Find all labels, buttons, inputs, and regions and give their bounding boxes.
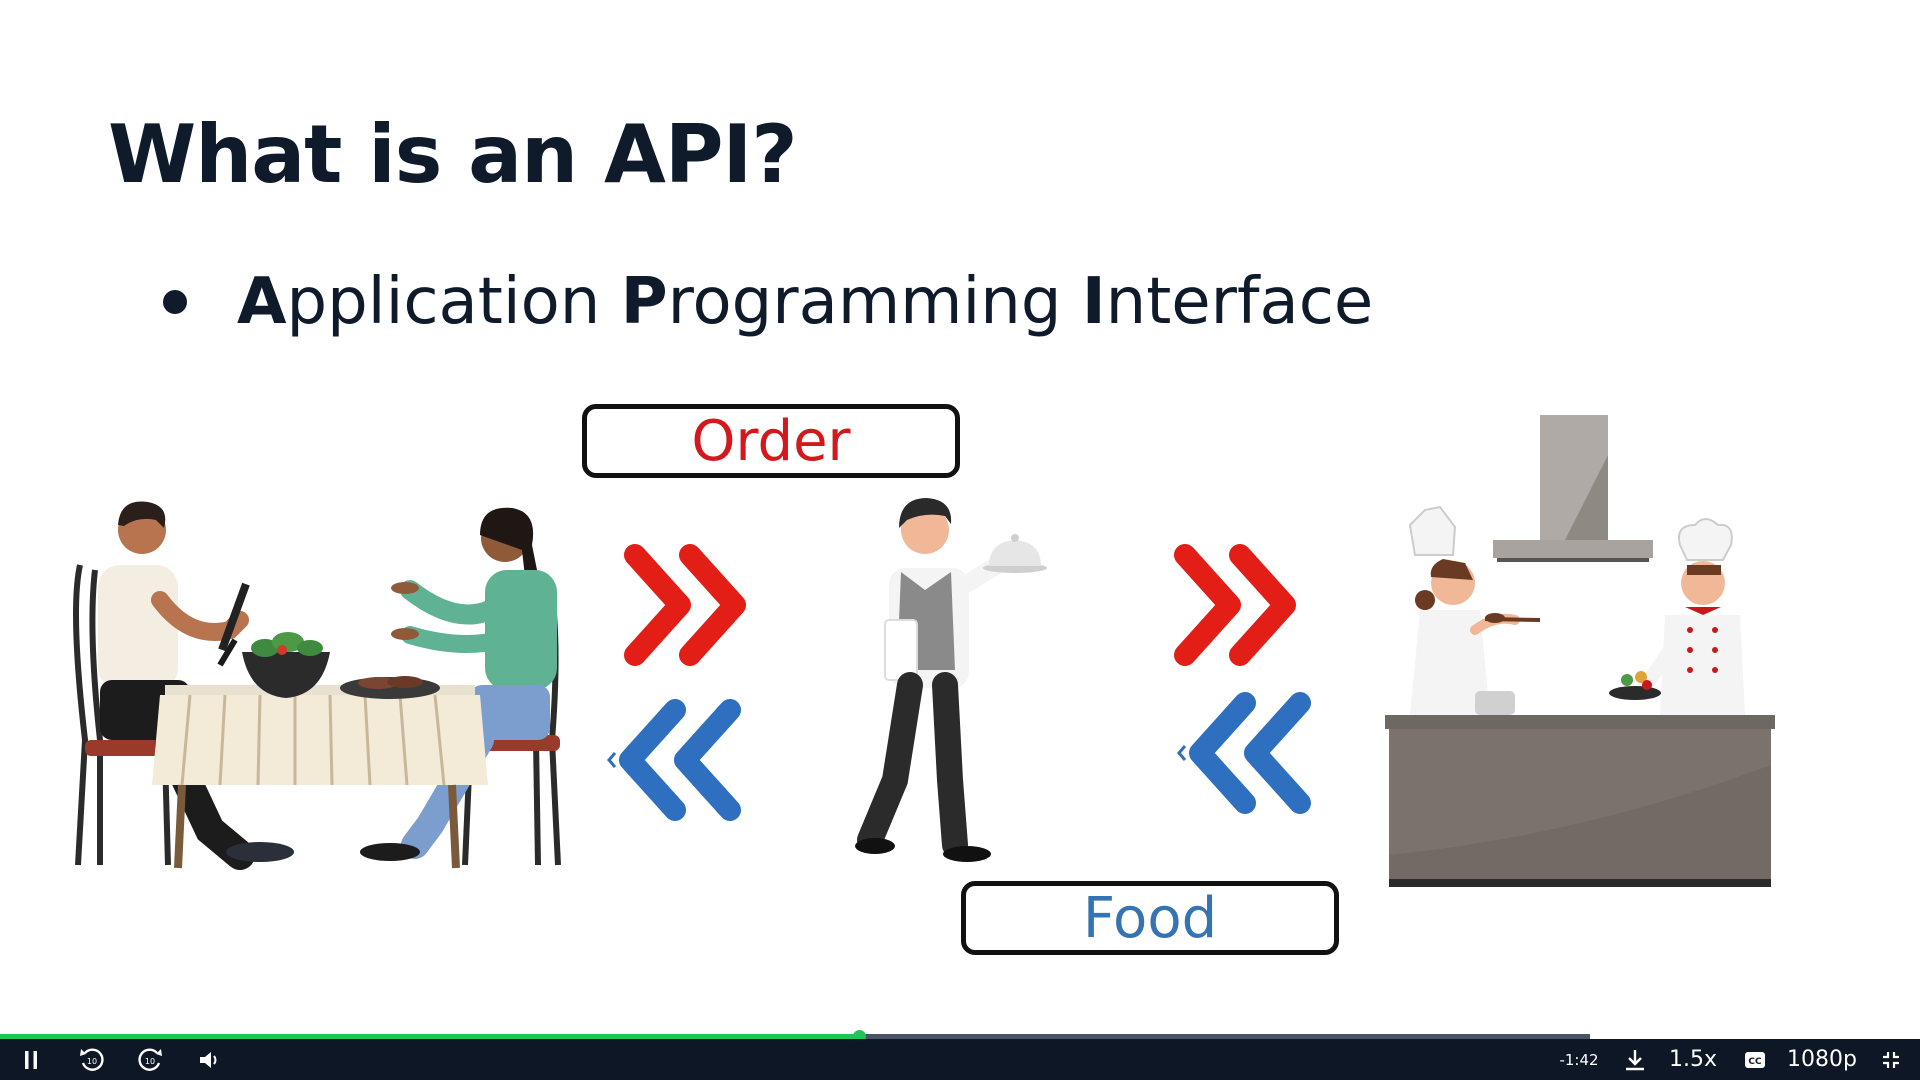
speed-button[interactable]: 1.5x — [1668, 1047, 1717, 1072]
bullet-item: Application Programming Interface — [163, 265, 1373, 339]
svg-text:10: 10 — [87, 1057, 97, 1066]
waiter-illustration — [855, 498, 1047, 862]
svg-text:CC: CC — [1748, 1057, 1762, 1067]
arrow-right-icon — [624, 544, 746, 666]
diners-illustration — [73, 501, 561, 870]
bullet-text: Application Programming Interface — [237, 265, 1374, 339]
exit-fullscreen-button[interactable] — [1876, 1039, 1906, 1080]
pause-icon — [25, 1050, 37, 1069]
captions-button[interactable]: CC — [1740, 1039, 1770, 1080]
arrow-left-icon — [607, 699, 741, 821]
slide: What is an API? Application Programming … — [73, 108, 1775, 955]
bullet-dot — [163, 290, 187, 314]
rewind-10-button[interactable]: 10 — [72, 1039, 112, 1080]
food-label-box: Food — [961, 881, 1339, 955]
progress-fill — [0, 1034, 859, 1039]
forward-10-icon: 10 — [138, 1048, 162, 1071]
arrow-right-icon — [1174, 544, 1296, 666]
exit-fullscreen-icon — [1883, 1051, 1899, 1068]
forward-10-button[interactable]: 10 — [130, 1039, 170, 1080]
svg-text:10: 10 — [145, 1057, 155, 1066]
kitchen-illustration — [1385, 415, 1775, 887]
arrow-left-icon — [1177, 692, 1311, 814]
player-controls: 10 10 -1:42 1.5x CC 1080p — [0, 1039, 1920, 1080]
rewind-10-icon: 10 — [80, 1048, 104, 1071]
captions-icon: CC — [1745, 1051, 1765, 1068]
download-icon — [1626, 1049, 1644, 1070]
pause-button[interactable] — [16, 1039, 46, 1080]
slide-title: What is an API? — [108, 108, 798, 201]
quality-button[interactable]: 1080p — [1787, 1047, 1857, 1072]
volume-icon — [200, 1051, 217, 1068]
order-label-box: Order — [582, 404, 960, 478]
download-button[interactable] — [1620, 1039, 1650, 1080]
volume-button[interactable] — [195, 1039, 225, 1080]
time-remaining: -1:42 — [1559, 1050, 1599, 1069]
